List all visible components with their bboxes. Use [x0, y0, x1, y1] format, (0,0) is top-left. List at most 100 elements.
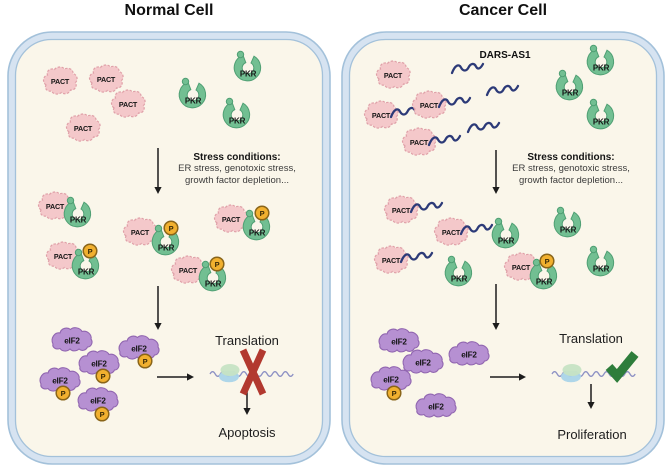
molecule-label: PACT — [512, 263, 531, 272]
molecule-label: P — [215, 260, 220, 269]
apoptosis-label: Apoptosis — [218, 425, 276, 440]
molecule-label: PKR — [451, 275, 468, 284]
molecule-label: PKR — [70, 216, 87, 225]
phosphate-badge: P — [539, 253, 555, 269]
dars-as1-rna-molecule — [466, 121, 501, 134]
pact-molecule: PACT — [110, 89, 146, 118]
molecule-label: P — [545, 257, 550, 266]
flow-arrow — [154, 148, 162, 194]
molecule-label: P — [100, 410, 105, 419]
stress-line: ER stress, genotoxic stress, — [178, 163, 296, 175]
molecule-layer: PACT PACT PACT PACT PKR PKR PKR PACT PKR PACT PKR P… — [37, 44, 639, 422]
pkr-molecule: PKR — [553, 206, 582, 238]
pkr-molecule: PKR — [586, 245, 615, 277]
molecule-label: eIF2 — [91, 360, 107, 369]
eif2-molecule: eIF2 — [118, 335, 160, 360]
pkr-molecule: PKR — [529, 258, 558, 290]
phosphate-badge: P — [254, 205, 270, 221]
molecule-label: PKR — [560, 226, 577, 235]
molecule-label: PACT — [392, 206, 411, 215]
phosphate-badge: P — [82, 243, 98, 259]
pkr-molecule: PKR — [444, 255, 473, 287]
molecule-label: P — [169, 224, 174, 233]
pact-molecule: PACT — [373, 245, 409, 274]
flow-arrow — [587, 384, 595, 409]
pkr-molecule: PKR — [555, 69, 584, 101]
stress-line: growth factor depletion... — [518, 174, 624, 186]
blocked-cross-icon — [239, 348, 267, 396]
molecule-label: PACT — [46, 202, 65, 211]
dars-as1-rna-molecule — [437, 96, 472, 109]
stress-conditions-text: Stress conditions: ER stress, genotoxic … — [478, 152, 664, 186]
eif2-molecule: eIF2 — [78, 350, 120, 375]
molecule-label: P — [101, 372, 106, 381]
eif2-molecule: eIF2 — [402, 349, 444, 374]
ribosome-large-subunit-icon — [220, 364, 240, 376]
proliferation-label: Proliferation — [557, 427, 627, 442]
dars-as1-label: DARS-AS1 — [479, 50, 531, 61]
phosphate-badge: P — [94, 406, 110, 422]
molecule-label: PKR — [229, 117, 246, 126]
flow-arrow — [154, 286, 162, 330]
eif2-molecule: eIF2 — [378, 328, 420, 353]
pkr-molecule: PKR — [71, 248, 100, 280]
molecule-label: PKR — [78, 268, 95, 277]
pact-molecule: PACT — [383, 195, 419, 224]
pact-molecule: PACT — [42, 66, 78, 95]
stress-heading: Stress conditions: — [193, 152, 281, 163]
molecule-label: P — [61, 389, 66, 398]
molecule-label: eIF2 — [391, 338, 407, 347]
dars-as1-rna-molecule — [485, 84, 520, 97]
molecule-label: PACT — [382, 256, 401, 265]
molecule-label: eIF2 — [131, 345, 147, 354]
molecule-label: PKR — [240, 70, 257, 79]
phosphate-badge: P — [386, 385, 402, 401]
pact-molecule: PACT — [433, 217, 469, 246]
dars-as1-rna-molecule — [450, 62, 485, 75]
allowed-check-icon — [605, 351, 639, 383]
pkr-molecule: PKR — [586, 98, 615, 130]
stress-conditions-text: Stress conditions: ER stress, genotoxic … — [144, 152, 330, 186]
pact-molecule: PACT — [375, 60, 411, 89]
molecule-label: P — [260, 209, 265, 218]
dars-as1-rna-molecule — [409, 201, 444, 214]
eif2-molecule: eIF2 — [415, 393, 457, 418]
pkr-molecule: PKR — [63, 196, 92, 228]
molecule-label: PACT — [97, 75, 116, 84]
phosphate-badge: P — [95, 368, 111, 384]
molecule-label: PACT — [54, 252, 73, 261]
molecule-label: PKR — [593, 265, 610, 274]
flow-arrow — [490, 373, 526, 381]
molecule-label: eIF2 — [64, 337, 80, 346]
mrna-translation-graphic — [209, 348, 294, 396]
molecule-label: PACT — [384, 71, 403, 80]
translation-label: Translation — [215, 333, 279, 348]
translation-label: Translation — [559, 331, 623, 346]
molecule-label: PKR — [158, 244, 175, 253]
molecule-label: PACT — [74, 124, 93, 133]
molecule-label: eIF2 — [52, 377, 68, 386]
molecule-label: PACT — [131, 228, 150, 237]
pkr-molecule: PKR — [233, 50, 262, 82]
stress-heading: Stress conditions: — [527, 152, 615, 163]
dars-as1-rna-molecule — [427, 134, 462, 147]
molecule-label: PKR — [562, 89, 579, 98]
eif2-molecule: eIF2 — [39, 367, 81, 392]
molecule-label: PKR — [536, 278, 553, 287]
molecule-label: PACT — [222, 215, 241, 224]
phosphate-badge: P — [137, 353, 153, 369]
dars-as1-rna-molecule — [399, 251, 434, 264]
eif2-molecule: eIF2 — [448, 341, 490, 366]
stress-line: growth factor depletion... — [184, 174, 290, 186]
flow-arrow — [157, 373, 194, 381]
molecule-label: PACT — [410, 138, 429, 147]
stress-line: ER stress, genotoxic stress, — [512, 163, 630, 175]
molecule-label: PACT — [119, 100, 138, 109]
flow-arrow — [492, 150, 500, 194]
molecule-label: P — [392, 389, 397, 398]
molecule-label: PACT — [372, 111, 391, 120]
molecule-label: P — [143, 357, 148, 366]
molecule-label: eIF2 — [428, 403, 444, 412]
phosphate-badge: P — [209, 256, 225, 272]
